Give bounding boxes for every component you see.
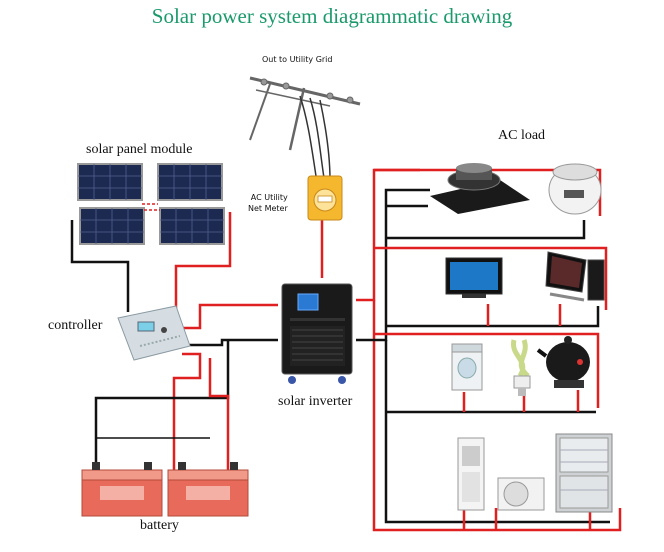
controller-inverter-positive-wire-2 <box>172 352 202 470</box>
rice-cooker-icon <box>548 163 602 215</box>
panel-negative-wire <box>70 220 130 312</box>
solar-panels <box>77 163 225 245</box>
solar-panel-icon <box>79 207 145 245</box>
air-conditioner-icon <box>457 437 545 511</box>
row1-negative-branch <box>386 204 586 240</box>
refrigerator-icon <box>555 433 613 513</box>
solar-panel-icon <box>159 207 225 245</box>
net-meter-label-line1: AC Utility <box>250 193 288 202</box>
controller-inverter-negative-wire <box>180 338 278 347</box>
diagram-title: Solar power system diagrammatic drawing <box>151 4 513 28</box>
solar-panel-icon <box>77 163 143 201</box>
washing-machine-icon <box>451 343 483 391</box>
panel-positive-wire <box>174 212 232 314</box>
net-meter-label: AC Utility Net Meter <box>248 192 288 214</box>
controller-label: controller <box>48 318 103 333</box>
solar-inverter-label: solar inverter <box>278 394 353 409</box>
induction-cooker-icon <box>430 163 530 214</box>
ac-negative-trunk-down <box>384 340 610 524</box>
solar-panel-module-label: solar panel module <box>86 142 193 157</box>
desktop-computer-icon <box>545 251 605 302</box>
net-meter-label-line2: Net Meter <box>248 204 288 213</box>
net-meter-icon <box>307 175 343 221</box>
utility-pole-icon <box>249 76 361 181</box>
television-icon <box>445 257 503 298</box>
row2-negative-branch <box>386 306 600 328</box>
row2-drops <box>486 304 562 326</box>
ac-load-label: AC load <box>498 128 546 143</box>
battery-label: battery <box>140 518 179 533</box>
row3-positive-branch <box>374 332 600 408</box>
solar-panel-icon <box>157 163 223 201</box>
inverter-icon <box>281 283 353 384</box>
battery-icon <box>81 462 163 517</box>
charge-controller-icon <box>117 305 191 361</box>
battery-icon <box>167 462 249 517</box>
electric-kettle-icon <box>536 336 590 388</box>
controller-inverter-positive-wire <box>180 303 278 330</box>
row1-positive-branch <box>374 168 602 216</box>
cfl-bulb-icon <box>511 339 531 396</box>
row3-drops <box>462 390 580 412</box>
battery-inverter-negative <box>94 340 230 470</box>
battery-positive-wire <box>208 358 230 470</box>
ac-negative-trunk <box>356 188 430 342</box>
utility-grid-label: Out to Utility Grid <box>262 55 333 64</box>
wires <box>70 168 622 532</box>
row2-positive-branch <box>374 246 608 310</box>
